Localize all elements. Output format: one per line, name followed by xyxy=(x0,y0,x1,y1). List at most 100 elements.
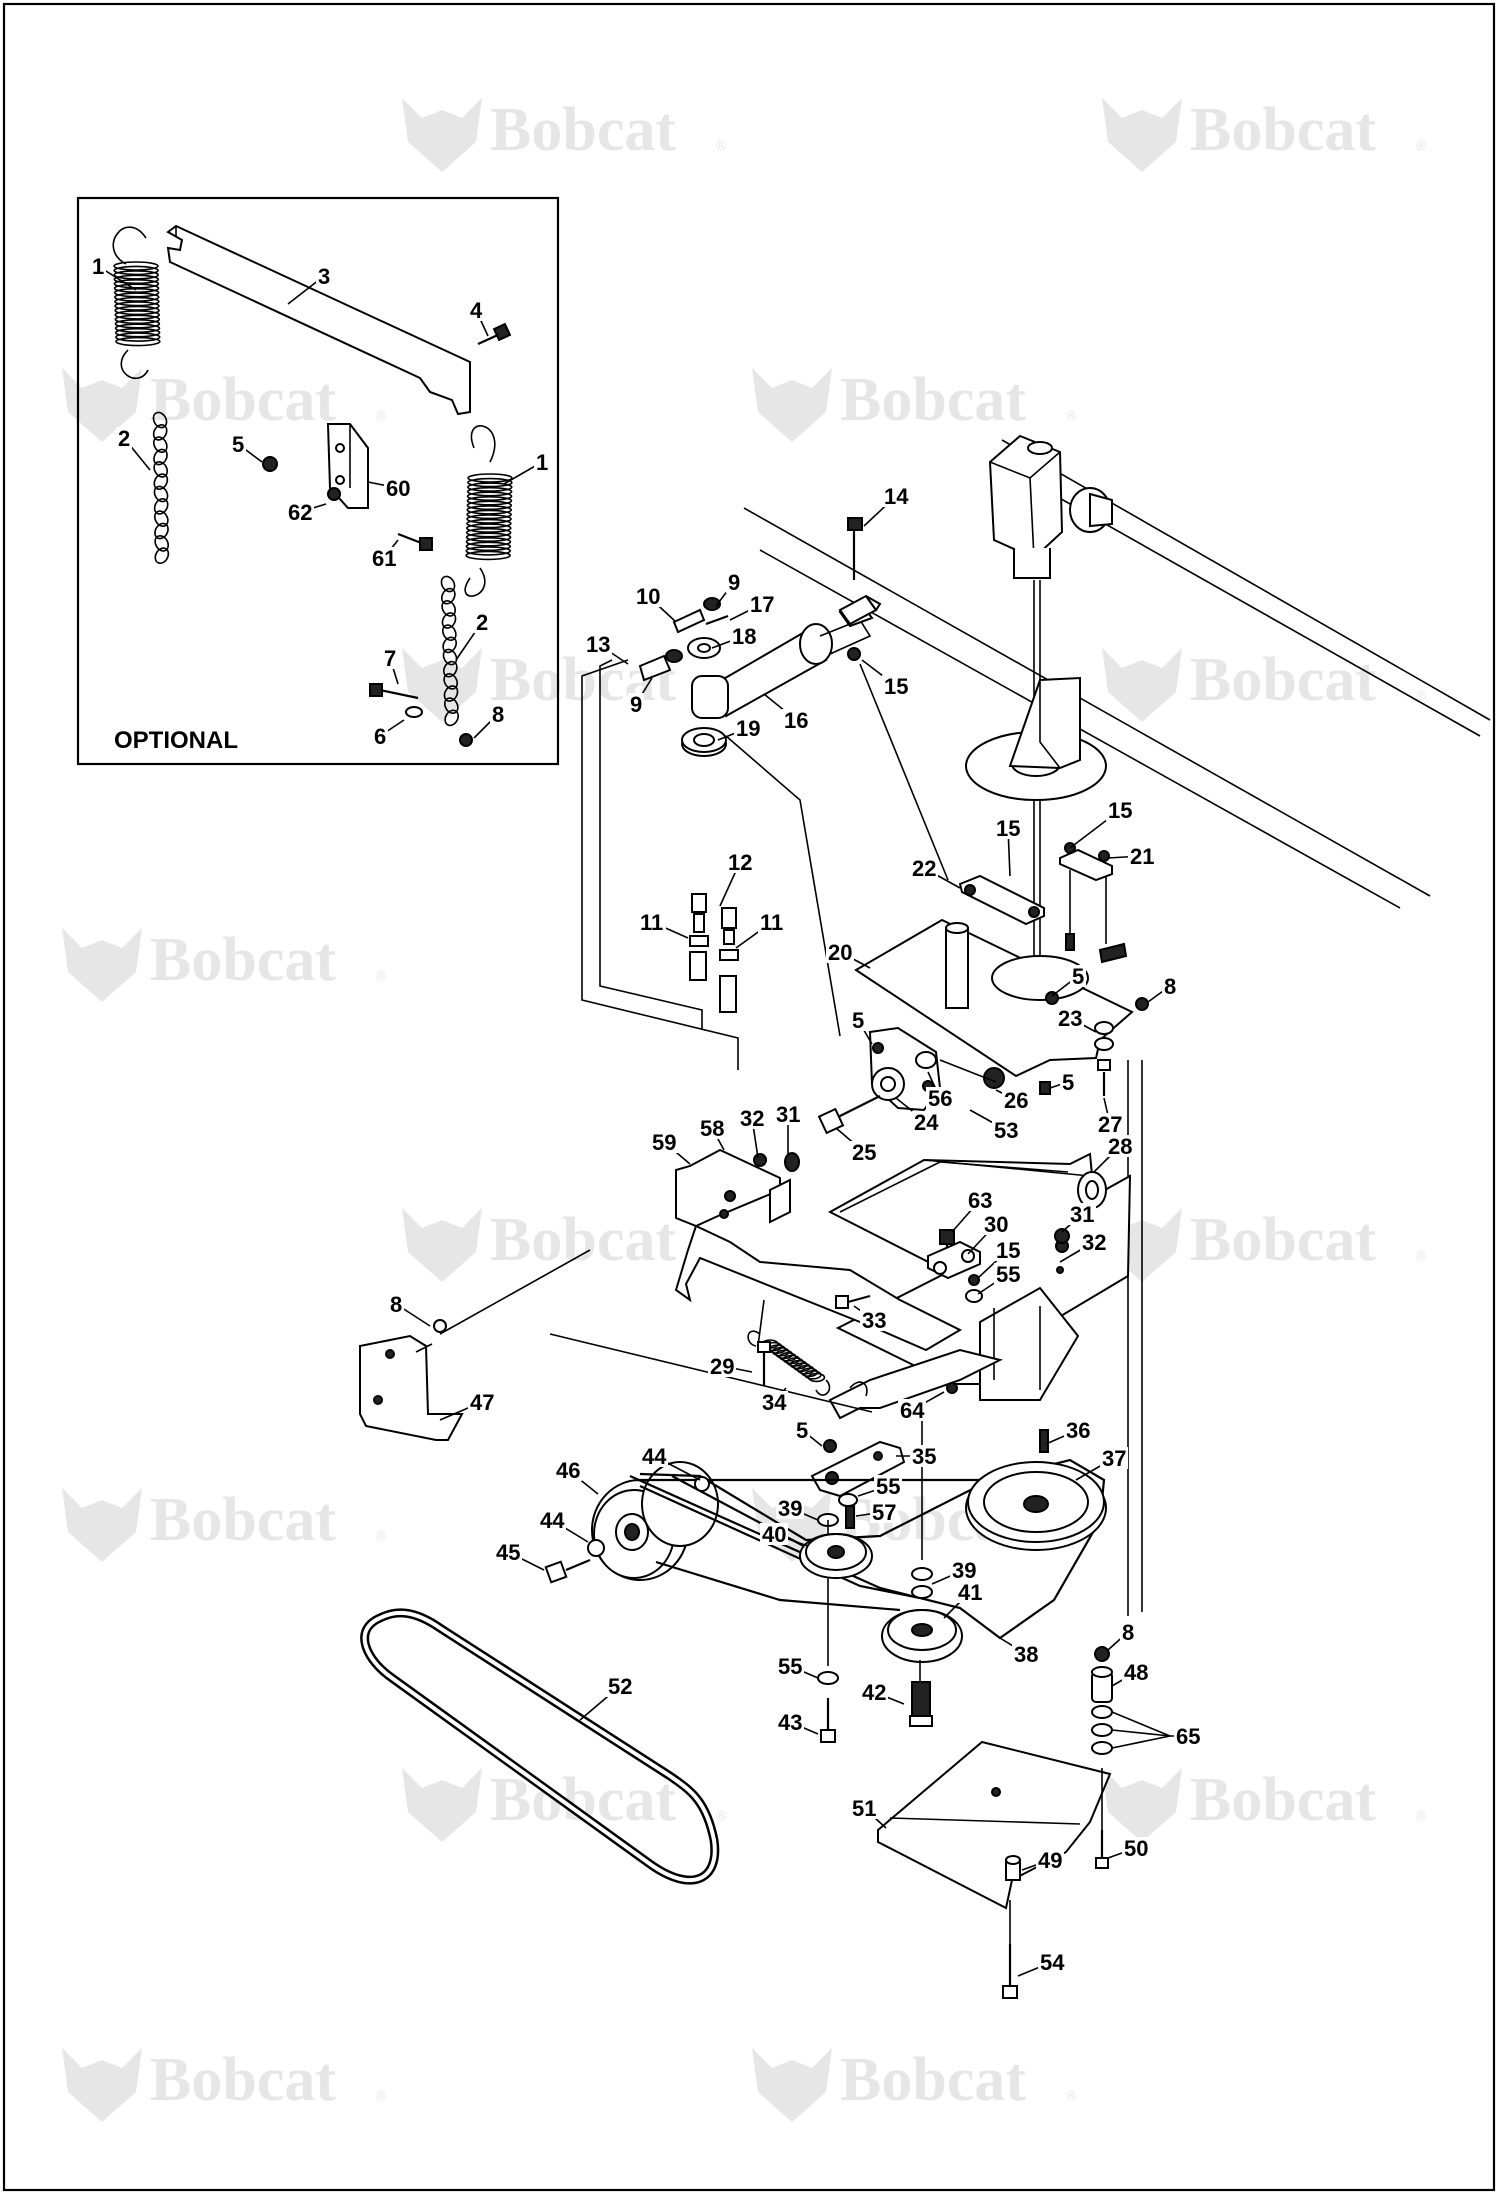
bolt-50-icon xyxy=(1095,1768,1109,1869)
plate-51-icon xyxy=(877,1740,1112,1910)
bolt-4-icon xyxy=(477,322,512,346)
callout-number: 18 xyxy=(732,624,756,649)
callout-number: 1 xyxy=(536,450,548,475)
callout-number: 17 xyxy=(750,592,774,617)
hose-routing-lines xyxy=(581,659,949,1070)
callout-number: 45 xyxy=(496,1540,520,1565)
callout: 51 xyxy=(850,1796,887,1829)
callout: 41 xyxy=(943,1580,984,1619)
callout-number: 36 xyxy=(1066,1418,1090,1443)
callout: 49 xyxy=(1021,1848,1064,1873)
callout-number: 31 xyxy=(1070,1202,1094,1227)
callout: 39 xyxy=(776,1496,819,1521)
watermark-brand: Bobcat xyxy=(490,646,676,714)
callout: 39 xyxy=(931,1558,978,1585)
callout: 45 xyxy=(494,1540,545,1571)
callout-number: 8 xyxy=(1164,974,1176,999)
callout-number: 55 xyxy=(876,1474,900,1499)
bolt-43-icon xyxy=(820,1698,836,1743)
watermark-mark: ® xyxy=(1416,1807,1427,1823)
bolt-54-icon xyxy=(1002,1900,1018,1999)
callout-number: 51 xyxy=(852,1796,876,1821)
callout: 31 xyxy=(1061,1202,1096,1233)
callout-number: 20 xyxy=(828,940,852,965)
chain-right-icon xyxy=(440,575,460,727)
watermark-mark: ® xyxy=(716,1807,727,1823)
bolt-33-icon xyxy=(835,1294,871,1309)
washer-23-icon xyxy=(1094,1021,1114,1051)
watermark: Bobcat® xyxy=(62,366,387,442)
callout: 5 xyxy=(1049,1070,1076,1095)
watermark-brand: Bobcat xyxy=(490,96,676,164)
callout-number: 29 xyxy=(710,1354,734,1379)
callout: 3 xyxy=(287,264,332,305)
callout: 22 xyxy=(910,856,961,889)
watermark: Bobcat ® xyxy=(1102,1206,1427,1282)
callout: 19 xyxy=(717,716,762,741)
spring-right-icon xyxy=(464,425,513,597)
callout: 23 xyxy=(1056,1006,1097,1033)
callout: 24 xyxy=(895,1097,940,1135)
callout: 8 xyxy=(388,1292,431,1327)
callout: 1 xyxy=(503,450,550,485)
watermark-mark: ® xyxy=(1066,407,1077,423)
cylinder-16-icon xyxy=(681,602,874,757)
bolt-61-icon xyxy=(397,532,433,551)
callout: 25 xyxy=(835,1127,878,1165)
callout-number: 21 xyxy=(1130,844,1154,869)
key-36-icon xyxy=(1039,1429,1049,1453)
callout-number: 22 xyxy=(912,856,936,881)
callout-number: 19 xyxy=(736,716,760,741)
callout: 37 xyxy=(1075,1446,1128,1481)
spring-left-icon xyxy=(112,226,161,380)
callout-number: 48 xyxy=(1124,1660,1148,1685)
bobcat-logo-icon xyxy=(402,648,482,722)
callout: 32 xyxy=(738,1106,766,1159)
callout: 30 xyxy=(967,1212,1010,1255)
callout-number: 7 xyxy=(384,646,396,671)
nut-8-icon xyxy=(459,733,473,747)
callout: 59 xyxy=(650,1130,691,1165)
callout: 5 xyxy=(794,1418,823,1447)
callout: 48 xyxy=(1111,1660,1150,1687)
callout: 2 xyxy=(116,426,151,471)
callout: 55 xyxy=(776,1654,819,1679)
gearbox-mount-icon xyxy=(965,676,1107,801)
callout-number: 58 xyxy=(700,1116,724,1141)
callout: 34 xyxy=(760,1387,788,1415)
callout-number: 47 xyxy=(470,1390,494,1415)
callout: 13 xyxy=(584,632,629,665)
callout-number: 15 xyxy=(996,816,1020,841)
callout: 7 xyxy=(382,646,399,685)
callout: 8 xyxy=(1107,1620,1136,1651)
idler-bracket-35-icon xyxy=(810,1439,906,1498)
bolt-42-icon xyxy=(909,1681,933,1727)
watermark-mark: ® xyxy=(1416,1247,1427,1263)
callout: 10 xyxy=(634,584,677,623)
callout-number: 55 xyxy=(778,1654,802,1679)
callout-number: 9 xyxy=(728,570,740,595)
pulley-40-icon xyxy=(799,1533,873,1579)
callout: 6 xyxy=(372,719,405,749)
optional-inset xyxy=(76,196,560,766)
bobcat-logo-icon xyxy=(752,2048,832,2122)
callout-number: 23 xyxy=(1058,1006,1082,1031)
bolt-25-icon xyxy=(817,1095,881,1135)
callout-number: 52 xyxy=(608,1674,632,1699)
callout: 5 xyxy=(1051,964,1086,997)
bobcat-logo-icon xyxy=(402,98,482,172)
callout: 26 xyxy=(995,1088,1030,1113)
watermark: Bobcat® xyxy=(402,1206,727,1282)
callout-number: 8 xyxy=(390,1292,402,1317)
bobcat-logo-icon xyxy=(62,1488,142,1562)
chain-left-icon xyxy=(152,411,170,565)
callout-number: 55 xyxy=(996,1262,1020,1287)
watermark-brand: Bobcat xyxy=(1190,1206,1376,1274)
callout-number: 54 xyxy=(1040,1950,1065,1975)
nut-8-left-icon xyxy=(433,1319,447,1333)
callout-number: 13 xyxy=(586,632,610,657)
callout: 15 xyxy=(977,1238,1022,1279)
washer-55-lower-icon xyxy=(965,1289,983,1303)
watermark-brand: Bobcat xyxy=(490,1206,676,1274)
